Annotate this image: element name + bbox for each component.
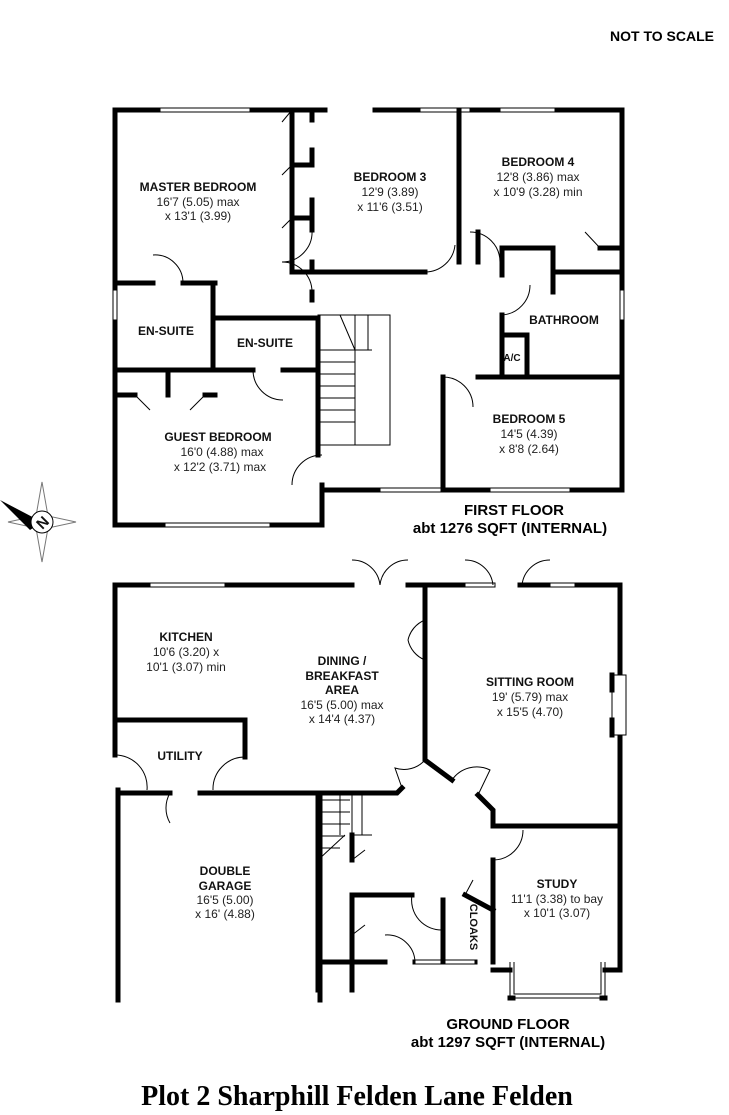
room-label-bedroom-3: BEDROOM 3 — [354, 170, 427, 184]
room-dim-dining-1: 16'5 (5.00) max — [301, 698, 384, 712]
room-label-cloaks: CLOAKS — [467, 904, 479, 950]
room-dim-study-2: x 10'1 (3.07) — [524, 906, 590, 920]
ground-floor-heading: GROUND FLOOR — [446, 1016, 569, 1033]
not-to-scale-note: NOT TO SCALE — [610, 28, 714, 44]
room-dim-bed4-2: x 10'9 (3.28) min — [494, 185, 583, 199]
room-label-sitting-room: SITTING ROOM — [486, 675, 574, 689]
room-label-dining-2: BREAKFAST — [305, 669, 379, 683]
room-dim-bed3-1: 12'9 (3.89) — [362, 185, 419, 199]
first-floor-walls — [112, 107, 625, 528]
room-dim-bed5-1: 14'5 (4.39) — [501, 427, 558, 441]
room-label-dining-1: DINING / — [318, 654, 367, 668]
room-label-en-suite-1: EN-SUITE — [138, 324, 194, 338]
room-dim-kitchen-2: 10'1 (3.07) min — [146, 660, 226, 674]
room-dim-garage-1: 16'5 (5.00) — [197, 893, 254, 907]
room-label-study: STUDY — [537, 877, 578, 891]
room-dim-kitchen-1: 10'6 (3.20) x — [153, 645, 219, 659]
room-dim-master-2: x 13'1 (3.99) — [165, 209, 231, 223]
room-dim-guest-2: x 12'2 (3.71) max — [174, 460, 266, 474]
room-label-bathroom: BATHROOM — [529, 313, 599, 327]
room-dim-master-1: 16'7 (5.05) max — [157, 195, 240, 209]
room-dim-sitting-1: 19' (5.79) max — [492, 690, 568, 704]
room-dim-bed4-1: 12'8 (3.86) max — [497, 170, 580, 184]
first-floor-area: abt 1276 SQFT (INTERNAL) — [413, 520, 607, 537]
room-label-guest-bedroom: GUEST BEDROOM — [164, 430, 271, 444]
room-dim-bed5-2: x 8'8 (2.64) — [499, 442, 559, 456]
ground-floor-walls — [112, 559, 627, 1003]
room-dim-dining-2: x 14'4 (4.37) — [309, 712, 375, 726]
room-dim-guest-1: 16'0 (4.88) max — [181, 445, 264, 459]
room-label-en-suite-2: EN-SUITE — [237, 336, 293, 350]
room-label-garage-2: GARAGE — [199, 879, 252, 893]
ground-floor-area: abt 1297 SQFT (INTERNAL) — [411, 1034, 605, 1051]
room-label-dining-3: AREA — [325, 683, 359, 697]
room-label-bedroom-5: BEDROOM 5 — [493, 412, 566, 426]
room-label-garage-1: DOUBLE — [200, 864, 251, 878]
property-title: Plot 2 Sharphill Felden Lane Felden — [141, 1081, 573, 1112]
room-dim-study-1: 11'1 (3.38) to bay — [511, 892, 603, 906]
room-label-utility: UTILITY — [157, 749, 202, 763]
room-label-kitchen: KITCHEN — [159, 630, 212, 644]
room-label-master-bedroom: MASTER BEDROOM — [140, 180, 257, 194]
compass-icon: N — [0, 481, 77, 563]
first-floor-heading: FIRST FLOOR — [464, 502, 564, 519]
room-label-ac: A/C — [503, 353, 520, 364]
room-dim-garage-2: x 16' (4.88) — [195, 907, 255, 921]
room-label-bedroom-4: BEDROOM 4 — [502, 155, 575, 169]
room-dim-sitting-2: x 15'5 (4.70) — [497, 705, 563, 719]
room-dim-bed3-2: x 11'6 (3.51) — [357, 200, 422, 214]
